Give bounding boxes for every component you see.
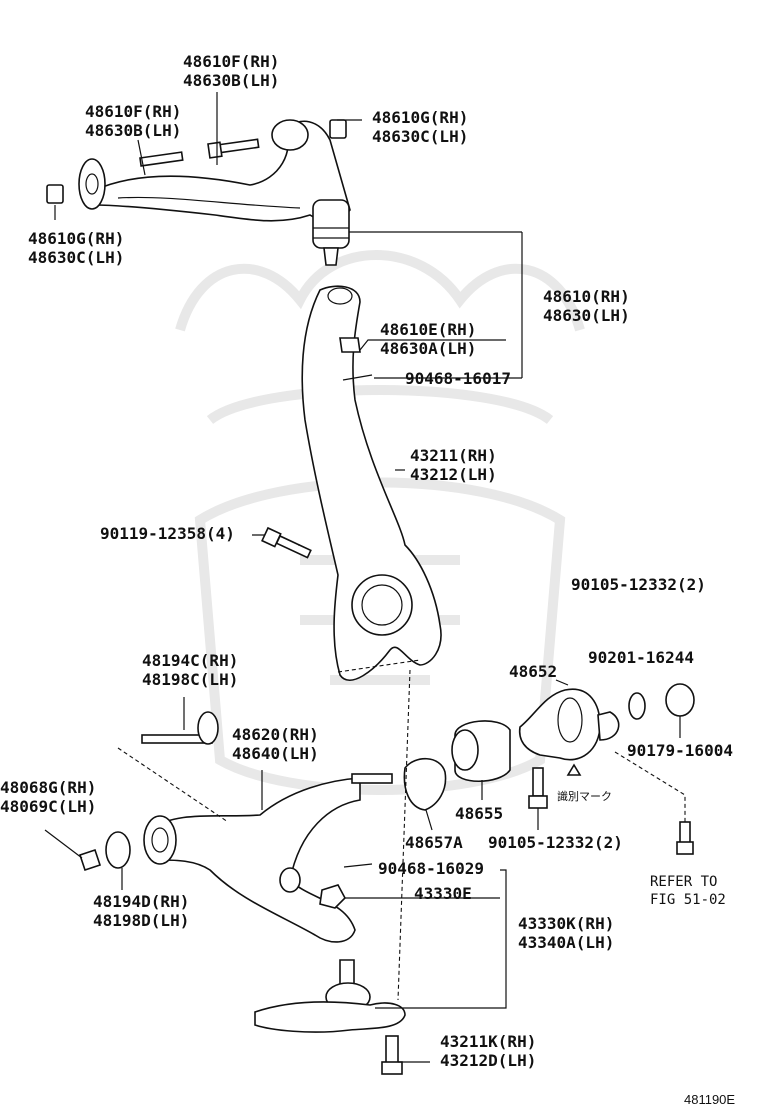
label-upper-bolt-left: 48610F(RH)48630B(LH): [85, 102, 181, 140]
label-upper-nut-left: 48610G(RH)48630C(LH): [28, 229, 124, 267]
lower-nut-washer: [44, 829, 131, 890]
label-plate: 48657A: [405, 833, 463, 852]
label-ball-joint: 43330K(RH)43340A(LH): [518, 914, 614, 952]
bolt-90105: [528, 767, 548, 830]
assembly-lines: [117, 659, 421, 1001]
text: 48640(LH): [232, 744, 319, 763]
text: 48198D(LH): [93, 911, 190, 930]
label-knuckle: 43211(RH)43212(LH): [410, 446, 497, 484]
label-upper-bolt-top: 48610F(RH)48630B(LH): [183, 52, 279, 90]
plate: [403, 757, 447, 831]
upper-arm: [78, 119, 351, 222]
label-bolt-90105-bottom: 90105-12332(2): [488, 833, 623, 852]
text: 48610G(RH): [372, 108, 469, 127]
refer-bolt: [676, 821, 694, 855]
label-upper-nut-right: 48610G(RH)48630C(LH): [372, 108, 468, 146]
knuckle-bolt: [261, 526, 312, 559]
text: 48630B(LH): [183, 71, 280, 90]
label-stopper: 90179-16004: [627, 741, 733, 760]
text: 48630A(LH): [380, 339, 477, 358]
lower-arm-bolt: [141, 697, 219, 745]
diagram-code: 481190E: [684, 1092, 736, 1107]
bracket-ball-joint: [343, 863, 507, 1009]
text: 48630C(LH): [28, 248, 125, 267]
label-lower-arm: 48620(RH)48640(LH): [232, 725, 319, 763]
text: 43211(RH): [410, 446, 497, 465]
text: 43212(LH): [410, 465, 497, 484]
label-bushing: 48655: [455, 804, 504, 823]
text: 43211K(RH): [440, 1032, 537, 1051]
text: 48630B(LH): [85, 121, 182, 140]
upper-bolts-nuts: [46, 92, 362, 220]
label-upper-cotter: 90468-16017: [405, 369, 511, 388]
label-id-mark: 識別マーク: [557, 790, 612, 803]
text: 48610E(RH): [380, 320, 477, 339]
text: 48630(LH): [543, 306, 630, 325]
label-upper-arm-nut: 48610E(RH)48630A(LH): [380, 320, 476, 358]
bushing: [451, 720, 511, 800]
lower-ball-joint: [254, 959, 406, 1075]
label-bracket: 48652: [509, 662, 558, 681]
ball-nut: [319, 884, 346, 909]
text: 48069C(LH): [0, 797, 97, 816]
label-lower-cotter: 90468-16029: [378, 859, 484, 878]
text: 48198C(LH): [142, 670, 239, 689]
text: 48630C(LH): [372, 127, 469, 146]
text: 43212D(LH): [440, 1051, 537, 1070]
label-ball-nut: 43330E: [414, 884, 472, 903]
text: 48610F(RH): [85, 102, 182, 121]
upper-ball-joint: [312, 199, 522, 266]
text: 48194D(RH): [93, 892, 190, 911]
text: REFER TO: [650, 874, 718, 890]
label-ball-bolt: 43211K(RH)43212D(LH): [440, 1032, 536, 1070]
label-bolt-90105-top: 90105-12332(2): [571, 575, 706, 594]
leader-knuckle-bolt: [252, 534, 300, 546]
label-knuckle-bolt: 90119-12358(4): [100, 524, 235, 543]
lower-control-arm: [143, 770, 393, 943]
text: 48194C(RH): [142, 651, 239, 670]
label-refer: REFER TO FIG 51-02: [650, 873, 726, 909]
text: 48620(RH): [232, 725, 319, 744]
front-bracket: [518, 679, 695, 776]
label-lower-washer: 48194D(RH)48198D(LH): [93, 892, 189, 930]
text: 48068G(RH): [0, 778, 97, 797]
label-lower-nut: 48068G(RH)48069C(LH): [0, 778, 96, 816]
text: 48610G(RH): [28, 229, 125, 248]
text: 43330K(RH): [518, 914, 615, 933]
steering-knuckle: [301, 285, 522, 681]
label-lower-bolt: 48194C(RH)48198C(LH): [142, 651, 238, 689]
text: FIG 51-02: [650, 892, 726, 908]
label-washer: 90201-16244: [588, 648, 694, 667]
label-upper-arm: 48610(RH)48630(LH): [543, 287, 630, 325]
refer-line: [614, 751, 686, 850]
text: 43340A(LH): [518, 933, 615, 952]
text: 48610(RH): [543, 287, 630, 306]
text: 48610F(RH): [183, 52, 280, 71]
